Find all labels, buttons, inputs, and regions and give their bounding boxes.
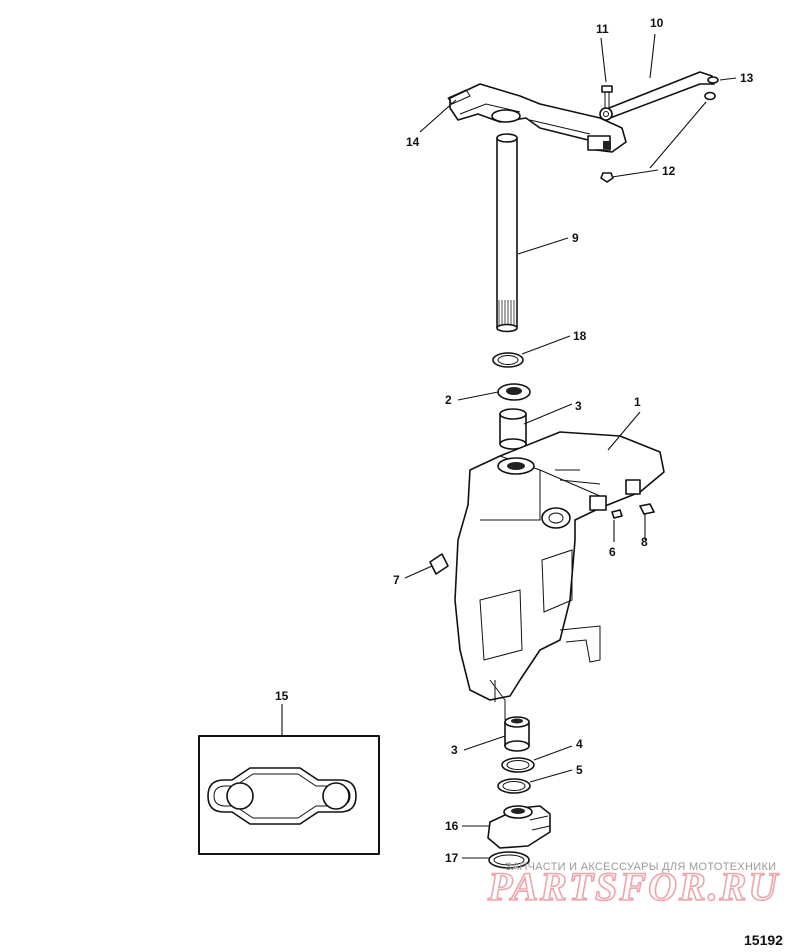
callout-9: 9: [572, 231, 579, 245]
bushing-lower: [504, 716, 530, 752]
callout-2: 2: [445, 393, 452, 407]
figure-number: 15192: [744, 932, 783, 948]
callout-4: 4: [576, 737, 583, 751]
watermark: ЗАПЧАСТИ И АКСЕССУАРЫ ДЛЯ МОТОТЕХНИКИ PA…: [486, 861, 779, 910]
pin-7: [429, 553, 449, 575]
callout-10: 10: [650, 16, 664, 30]
gasket-inset: [198, 735, 380, 855]
callout-11: 11: [596, 22, 609, 36]
callout-3-lower: 3: [451, 743, 458, 757]
bolt-8: [639, 503, 655, 515]
callout-7: 7: [393, 573, 400, 587]
callout-18: 18: [573, 329, 587, 343]
bushing-upper: [499, 408, 527, 450]
seal-2: [497, 383, 531, 401]
callout-3-upper: 3: [575, 399, 582, 413]
callout-12: 12: [662, 164, 676, 178]
nut-6: [611, 509, 623, 519]
callout-14: 14: [406, 135, 420, 149]
steering-shaft: [496, 133, 518, 333]
callout-5: 5: [576, 763, 583, 777]
retainer-16: [487, 805, 551, 849]
callout-13: 13: [740, 71, 754, 85]
watermark-caption: ЗАПЧАСТИ И АКСЕССУАРЫ ДЛЯ МОТОТЕХНИКИ: [505, 861, 776, 873]
watermark-logo: PARTSFOR.RU: [487, 864, 779, 909]
callout-6: 6: [609, 545, 616, 559]
steering-arm-assembly: [447, 71, 719, 183]
callout-8: 8: [641, 535, 648, 549]
leader-lines: [281, 33, 737, 859]
callout-17: 17: [445, 851, 459, 865]
callout-1: 1: [634, 395, 641, 409]
swivel-bracket: [454, 431, 665, 720]
callouts: 11 10 13 14 12 9 18 2 3 1 6 8 7 15 3 4 5…: [275, 16, 754, 865]
callout-16: 16: [445, 819, 459, 833]
callout-15: 15: [275, 689, 289, 703]
